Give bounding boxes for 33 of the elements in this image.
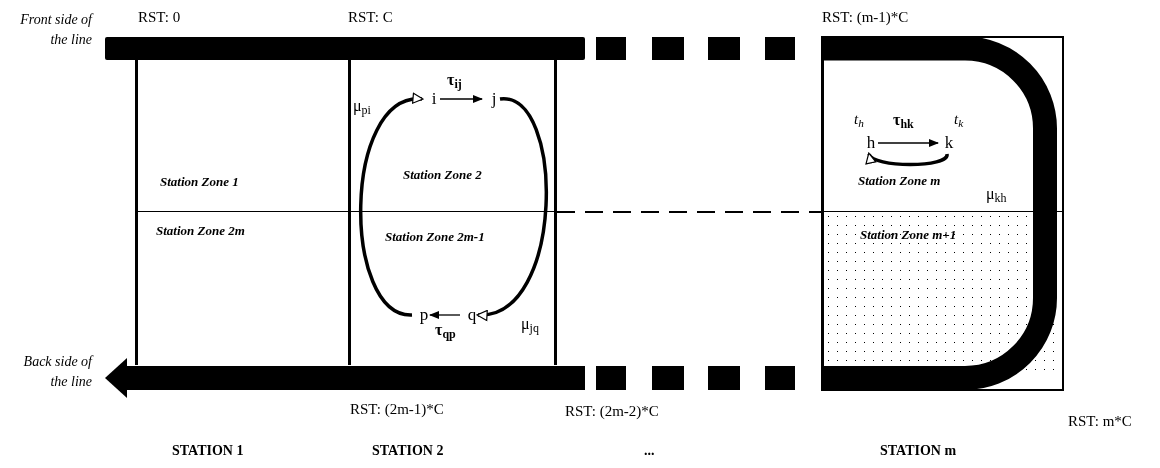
- curved-arrow: [359, 94, 424, 317]
- station-zone: [135, 60, 348, 212]
- text-label: RST: (2m-2)*C: [565, 402, 659, 421]
- task-label: j: [491, 89, 497, 107]
- text-label: Back side of the line: [22, 353, 92, 391]
- task-label: p: [419, 305, 429, 323]
- curved-arrow: [476, 97, 548, 320]
- text-label: RST: 0: [138, 8, 181, 27]
- arrow: [429, 311, 461, 319]
- task-label: h: [866, 133, 876, 151]
- task-time: t$_{k}$: [954, 112, 964, 127]
- text-label: STATION 2: [372, 442, 444, 460]
- arrow: [877, 139, 939, 147]
- zone-label: Station Zone 2m: [156, 224, 245, 237]
- zone-label: Station Zone 1: [160, 175, 239, 188]
- zone-label: Station Zone m: [858, 174, 941, 187]
- text-label: RST: (m-1)*C: [822, 8, 909, 27]
- text-label: RST: (2m-1)*C: [350, 400, 444, 419]
- zone-label: Station Zone 2m-1: [385, 230, 485, 243]
- text-label: STATION m: [880, 442, 957, 460]
- text-label: Front side of the line: [19, 11, 92, 49]
- zone-label: Station Zone m+1: [860, 228, 957, 241]
- text-label: STATION 1: [172, 442, 244, 460]
- text-label: ...: [644, 442, 655, 460]
- task-label: q: [467, 305, 477, 323]
- zone-label: Station Zone 2: [403, 168, 482, 181]
- task-label: i: [431, 89, 437, 107]
- text-label: RST: m*C: [1068, 412, 1132, 431]
- text-label: RST: C: [348, 8, 393, 27]
- task-time: t$_{h}$: [854, 112, 864, 127]
- curved-arrow: [867, 152, 949, 167]
- task-label: k: [944, 133, 954, 151]
- arrow: [439, 95, 483, 103]
